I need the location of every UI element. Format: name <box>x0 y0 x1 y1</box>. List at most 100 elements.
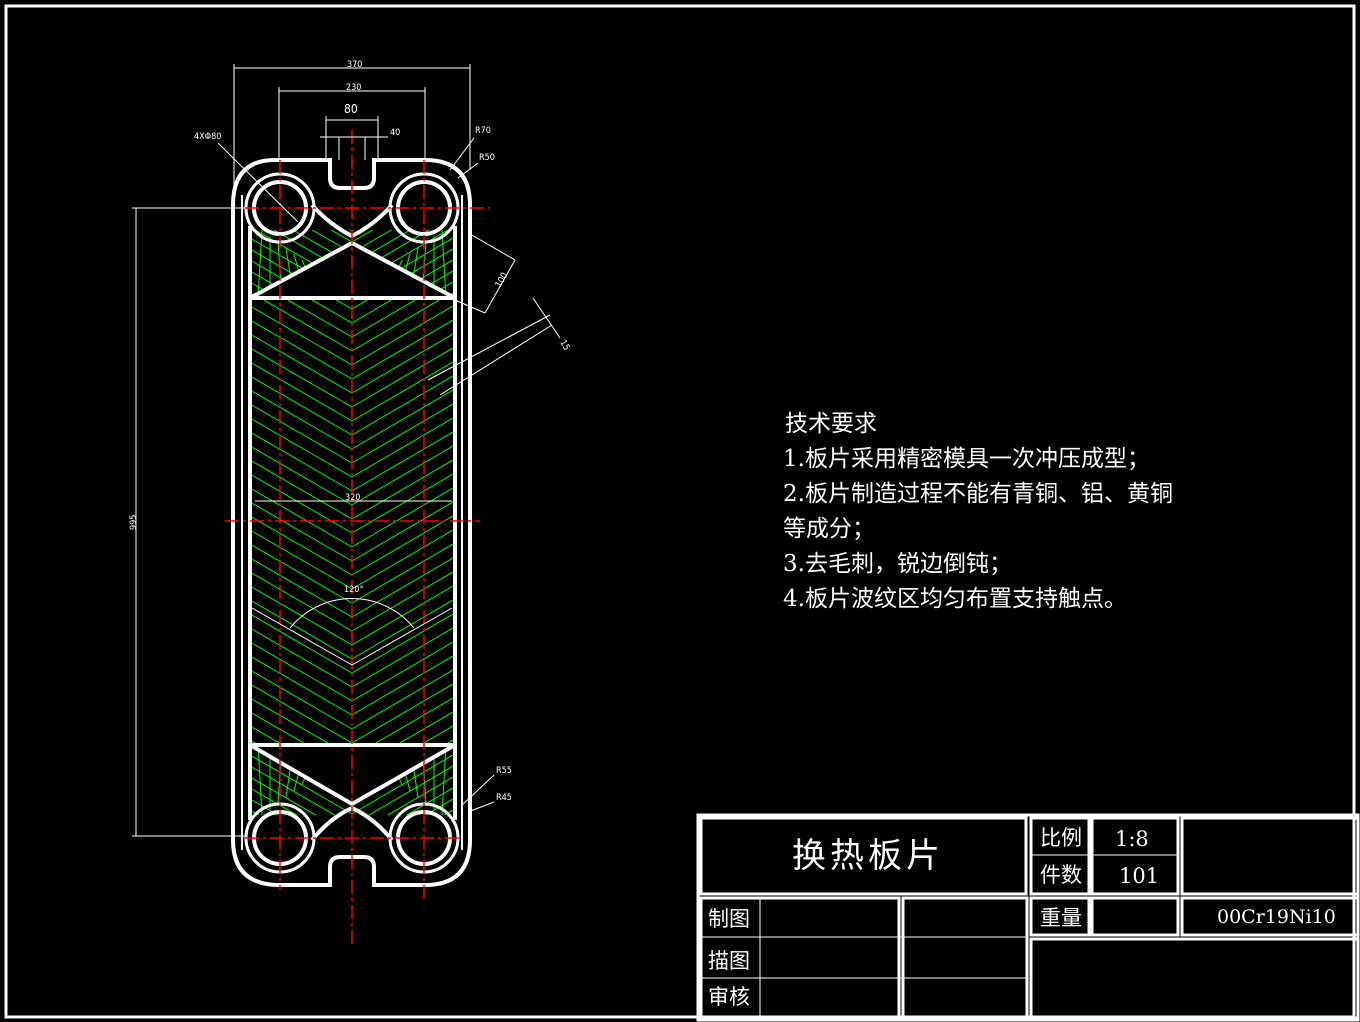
hatch-line <box>351 230 453 254</box>
hatch-line <box>250 315 352 374</box>
hatch-line <box>257 745 263 815</box>
hatch-line <box>351 641 453 702</box>
requirement-item: 等成分； <box>783 516 875 542</box>
hatch-line <box>251 362 353 422</box>
hatch-line <box>352 754 453 813</box>
hatch-line <box>351 627 453 688</box>
hatch-line <box>251 404 353 464</box>
dim-slot-width: 80 <box>344 102 358 116</box>
hatch-line <box>251 628 353 688</box>
dim-outer-radius: R70 <box>475 126 491 136</box>
hatch-line <box>351 655 453 716</box>
hatch-line <box>251 698 329 743</box>
hatch-line <box>250 304 352 363</box>
hatch-line <box>251 432 353 492</box>
hatch-line <box>351 230 453 243</box>
material-value: 00Cr19Ni10 <box>1217 906 1336 928</box>
center-lines <box>225 130 490 945</box>
hatch-line <box>309 265 331 298</box>
hatch-line <box>352 236 453 295</box>
hatch-line <box>351 787 453 815</box>
hatch-line <box>398 711 453 743</box>
hatch-line <box>351 599 453 660</box>
hatch-line <box>251 376 353 436</box>
hatch-line <box>352 315 453 374</box>
dim-bottom-radius-outer: R55 <box>496 766 512 776</box>
hatch-line <box>351 300 441 352</box>
hatch-line <box>351 613 453 674</box>
quantity-value: 101 <box>1119 864 1159 888</box>
hatch-line <box>251 516 353 576</box>
hatch-line <box>351 765 453 815</box>
requirement-item: 2.板片制造过程不能有青铜、铝、黄铜 <box>783 481 1173 507</box>
hatch-line <box>251 390 353 450</box>
hatch-line <box>351 776 453 815</box>
hatch-line <box>351 515 453 576</box>
hatch-line <box>441 230 447 298</box>
scale-value: 1:8 <box>1115 827 1149 851</box>
hatch-line <box>251 726 281 743</box>
hatch-line <box>351 754 453 815</box>
hatch-line <box>251 230 353 243</box>
hatch-line <box>397 253 411 298</box>
weight-label: 重量 <box>1040 906 1082 930</box>
hatch-line <box>351 585 453 646</box>
hatch-line <box>251 460 353 520</box>
hatch-line <box>251 348 353 408</box>
hatch-line <box>251 614 353 674</box>
hatch-line <box>251 334 353 394</box>
hatch-line <box>422 725 453 743</box>
hatch-line <box>351 745 453 760</box>
hatch-line <box>251 306 353 366</box>
dim-slot-neck: 40 <box>390 128 400 138</box>
hatch-line <box>351 798 453 815</box>
dim-inner-radius: R50 <box>479 153 495 163</box>
hatch-line <box>351 300 417 338</box>
hatch-line <box>351 361 453 422</box>
hatch-line <box>351 445 453 506</box>
hatch-line <box>352 304 453 363</box>
hatch-line <box>251 320 353 380</box>
requirements-title: 技术要求 <box>785 411 877 437</box>
hatch-line <box>251 586 353 646</box>
hatch-line <box>351 669 453 730</box>
hatch-line <box>351 571 453 632</box>
hatch-line <box>351 543 453 604</box>
hatch-line <box>251 745 353 760</box>
dimension-labels: 370 230 80 40 4XΦ80 R70 R50 100 15 995 3… <box>129 60 571 803</box>
hatch-line <box>251 642 353 702</box>
dim-overall-width: 370 <box>347 60 362 70</box>
hatch-line <box>293 253 307 298</box>
dim-port-center-distance: 995 <box>129 515 139 530</box>
hatch-line <box>262 300 353 352</box>
quantity-label: 件数 <box>1040 863 1082 887</box>
hatch-line <box>309 745 331 780</box>
hatch-line <box>251 488 353 548</box>
checked-label: 审核 <box>708 985 750 1009</box>
drawing-frame <box>4 4 1356 1019</box>
dim-gasket-gap: 15 <box>557 339 571 353</box>
hatch-line <box>251 776 353 815</box>
dimension-lines <box>132 64 561 837</box>
hatch-line <box>351 389 453 450</box>
hatch-line <box>251 754 353 815</box>
hatch-line <box>351 459 453 520</box>
hatch-line <box>441 745 447 815</box>
scale-label: 比例 <box>1040 826 1082 850</box>
dim-gasket: 100 <box>494 271 510 289</box>
hatch-line <box>374 697 453 743</box>
drawn-label: 制图 <box>708 907 750 931</box>
hatch-line <box>251 740 257 743</box>
dim-port-spacing: 230 <box>346 83 361 93</box>
hatch-line <box>351 417 453 478</box>
hatch-line <box>351 745 453 782</box>
dim-port-holes: 4XΦ80 <box>194 132 221 142</box>
hatch-line <box>251 544 353 604</box>
hatch-line <box>351 501 453 562</box>
hatch-line <box>351 529 453 590</box>
dim-corrugation-width: 320 <box>345 493 360 503</box>
hatch-line <box>251 745 353 782</box>
requirement-item: 3.去毛刺，锐边倒钝； <box>783 551 1012 577</box>
hatch-line <box>351 347 453 408</box>
part-name: 换热板片 <box>792 836 944 876</box>
